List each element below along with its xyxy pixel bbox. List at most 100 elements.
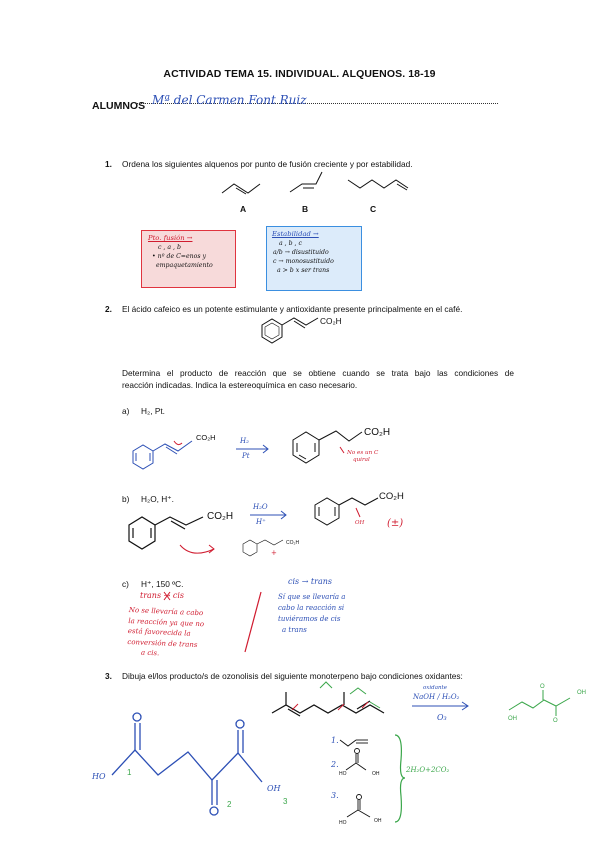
q1-label-c: C: [370, 204, 377, 214]
stability-note-line: a , b , c: [279, 240, 302, 247]
q3-text: Dibuja el/los producto/s de ozonolisis d…: [122, 671, 463, 681]
green-o: O: [540, 684, 545, 690]
q2b-product-co2h: CO₂H: [379, 491, 404, 502]
alkene-c-1-hexene: [347, 179, 409, 191]
q2a-reagent-bottom: Pt: [242, 452, 250, 460]
q3-small-product-3: [346, 794, 371, 818]
q3-list-number: 2.: [331, 760, 339, 769]
caffeic-acid-structure: [261, 317, 319, 344]
q3-number: 3.: [105, 671, 112, 681]
melting-point-note: Pto. fusión → c , a , b • nº de C=enos y…: [141, 230, 236, 288]
q1-label-b: B: [302, 204, 309, 214]
monoterpene-annotations: [291, 701, 369, 711]
q2b-arrow: [250, 510, 287, 520]
q2b-conditions: H₂O, H⁺.: [141, 494, 174, 504]
q2a-label: a): [122, 406, 130, 416]
q2b-cation-intermediate: [242, 539, 284, 557]
q2-instruction-line1: Determina el producto de reacción que se…: [122, 368, 514, 378]
green-oh: OH: [508, 716, 517, 722]
q1-label-a: A: [240, 204, 247, 214]
alkene-a-trans-2-butene: [221, 183, 261, 195]
q3-carbon-label: 3: [283, 797, 288, 806]
q2-text: El ácido cafeico es un potente estimulan…: [122, 304, 463, 314]
q2c-blue-line: tuviéramos de cis: [278, 615, 341, 623]
alumnos-dotted-line: [136, 103, 498, 104]
q2b-red-mechanism-arrow: [179, 544, 215, 554]
q2c-blue-line: cabo la reacción si: [278, 604, 345, 612]
q3-small-ho: HO: [339, 771, 347, 777]
q2a-product-co2h: CO₂H: [364, 427, 391, 438]
q2c-label: c): [122, 579, 129, 589]
stability-note: Estabilidad → a , b , c a/b → disustitui…: [266, 226, 362, 291]
q3-carbon-label: 1: [127, 768, 132, 777]
q2a-note-line: quiral: [353, 457, 370, 463]
q3-small-oh: OH: [372, 771, 380, 777]
q2b-plus: +: [271, 549, 277, 557]
page-title: ACTIVIDAD TEMA 15. INDIVIDUAL. ALQUENOS.…: [163, 68, 436, 80]
alumnos-label: ALUMNOS: [92, 100, 146, 112]
q2a-reactant-co2h: CO₂H: [196, 433, 216, 442]
q2c-blue-note: Sí que se llevaría a cabo la reacción si…: [278, 592, 345, 636]
q2a-conditions: H₂, Pt.: [141, 406, 165, 416]
q1-text: Ordena los siguientes alquenos por punto…: [122, 159, 413, 169]
q3-list-number: 3.: [331, 791, 339, 800]
q3-small-product-2: [345, 748, 367, 771]
monoterpene-green-h: [319, 681, 381, 709]
q2a-note: No es un C quiral: [347, 450, 378, 464]
stability-note-title: Estabilidad →: [272, 230, 319, 238]
q2b-reagent-bottom: H⁺: [256, 518, 266, 526]
q2b-reactant-co2h: CO₂H: [207, 511, 234, 522]
q2b-cation-co2h: CO₂H: [286, 540, 300, 546]
melting-note-line: • nº de C=enos y: [152, 253, 206, 260]
q3-reaction-arrow: [412, 701, 469, 711]
q3-list-number: 1.: [331, 736, 339, 745]
q3-side-note: 2H₂O+2CO₂: [406, 766, 450, 774]
stability-note-line: c → monosustituido: [273, 258, 334, 265]
student-name: Mª del Carmen Font Ruiz: [152, 93, 307, 107]
q3-main-product: [111, 712, 263, 816]
q3-green-product: [508, 690, 571, 716]
q2c-red-header: trans → cis: [140, 591, 184, 600]
melting-note-line: c , a , b: [158, 244, 181, 251]
q2c-cross-arrow: [163, 591, 171, 601]
caffeic-co2h: CO₂H: [320, 316, 342, 326]
q3-arrow-top: NaOH / H₂O₂: [413, 693, 460, 701]
q2b-red-arrowhead: [208, 544, 215, 554]
q2b-reagent-top: H₂O: [253, 503, 268, 511]
q2c-red-divider: [244, 591, 262, 653]
melting-note-title: Pto. fusión →: [148, 234, 193, 242]
q3-arrow-top-small: oxidante: [423, 685, 447, 691]
stability-note-line: a > b x ser trans: [277, 267, 330, 274]
q2b-oh: OH: [355, 520, 365, 526]
q3-arrow-bottom: O₃: [437, 713, 447, 722]
q2-instruction-line2: reacción indicadas. Indica la estereoquí…: [122, 380, 358, 390]
green-oh: OH: [577, 690, 586, 696]
q3-small-product-1: [339, 739, 368, 747]
q2a-reagent-top: H₂: [240, 437, 249, 445]
q1-number: 1.: [105, 159, 112, 169]
q2c-blue-header: cis → trans: [288, 577, 332, 586]
q2c-blue-line: a trans: [282, 626, 307, 634]
q2a-arrow: [236, 444, 269, 454]
q2b-label: b): [122, 494, 130, 504]
q2b-racemic: (±): [387, 518, 404, 529]
stability-note-line: a/b → disustituido: [273, 249, 329, 256]
q2b-reactant: [128, 516, 204, 550]
q2a-reactant: [132, 440, 193, 470]
q2c-blue-line: Sí que se llevaría a: [278, 593, 346, 601]
q3-green-brace: [394, 734, 406, 823]
q3-small-ho: HO: [339, 820, 347, 826]
q2c-conditions: H⁺, 150 ºC.: [141, 579, 184, 589]
q2-number: 2.: [105, 304, 112, 314]
q3-product-ho: HO: [92, 772, 106, 781]
green-o: O: [553, 718, 558, 724]
monoterpene-structure: [271, 692, 385, 717]
q3-small-oh: OH: [374, 818, 382, 824]
melting-note-line: empaquetamiento: [156, 262, 213, 269]
q2a-product: [292, 430, 363, 464]
q2b-product: [314, 497, 379, 526]
q3-carbon-label: 2: [227, 800, 232, 809]
q3-product-oh: OH: [267, 784, 281, 793]
alkene-b-cis-2-butene: [289, 171, 323, 193]
